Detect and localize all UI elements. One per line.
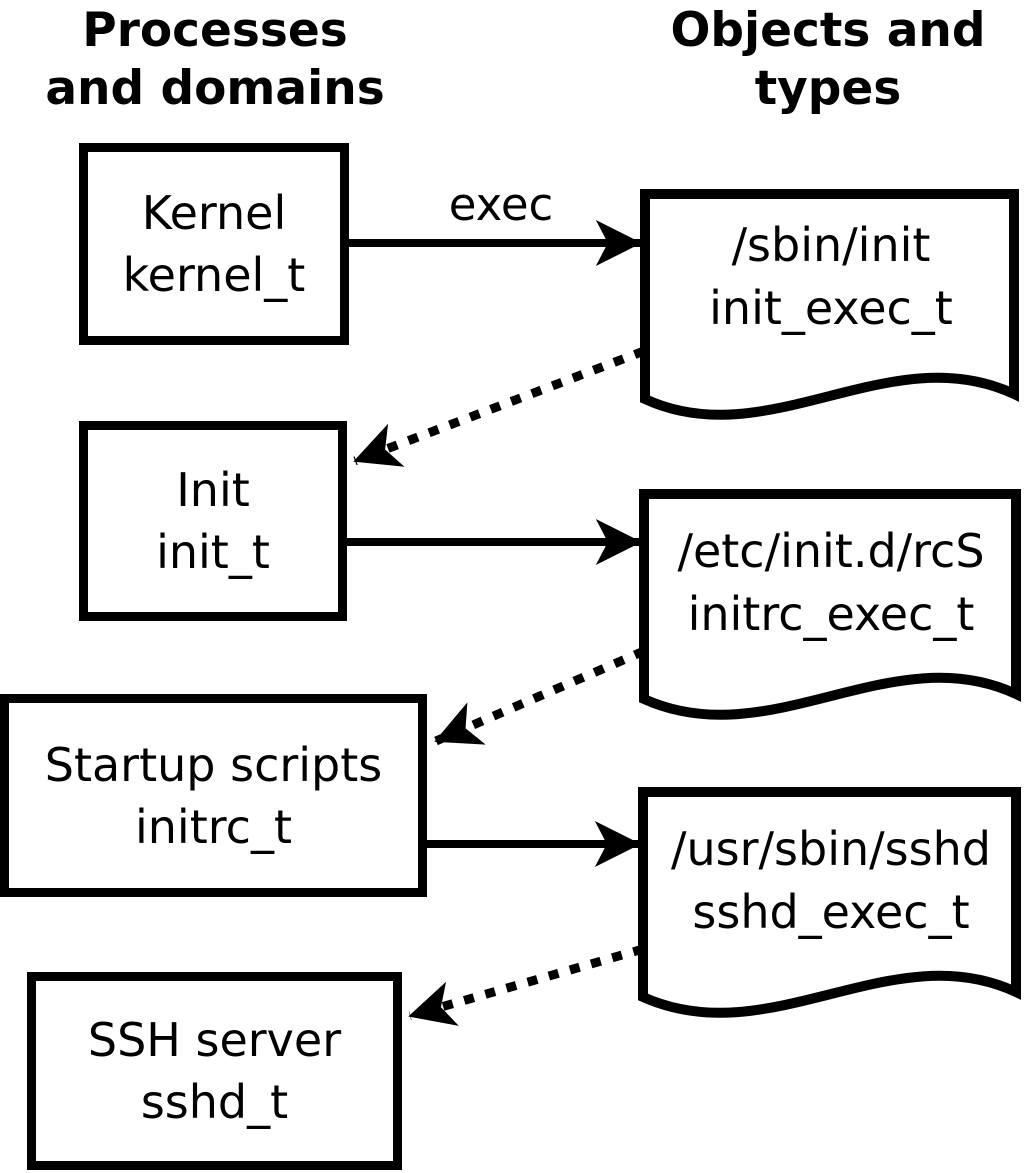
column-header-objects: Objects and types xyxy=(628,2,1024,118)
object-path: /etc/init.d/rcS xyxy=(677,524,985,578)
process-domain: kernel_t xyxy=(122,248,306,302)
process-box-startup-scripts: Startup scripts initrc_t xyxy=(0,694,427,897)
process-box-ssh-server: SSH server sshd_t xyxy=(27,972,402,1170)
dotted-arrow-initrc-exec-to-initrc xyxy=(434,646,646,746)
process-name: SSH server xyxy=(87,1013,342,1067)
column-header-processes-line1: Processes xyxy=(82,3,348,58)
document-shape-sshd-exec xyxy=(638,787,1021,1018)
column-header-processes: Processes and domains xyxy=(15,2,415,118)
document-shape-initrc-exec xyxy=(639,489,1021,720)
process-domain: sshd_t xyxy=(140,1075,289,1129)
object-path: /usr/sbin/sshd xyxy=(671,822,991,876)
process-box-kernel: Kernel kernel_t xyxy=(79,143,349,345)
document-shape-init-exec xyxy=(640,189,1019,420)
dotted-arrow-init-exec-to-init xyxy=(353,346,646,467)
object-label-initrc-exec: /etc/init.d/rcS initrc_exec_t xyxy=(650,520,1012,646)
dotted-arrow-sshd-exec-to-sshd xyxy=(408,944,645,1026)
process-name: Init xyxy=(176,463,250,517)
process-name: Startup scripts xyxy=(44,737,383,792)
object-label-sshd-exec: /usr/sbin/sshd sshd_exec_t xyxy=(650,818,1012,944)
object-path: /sbin/init xyxy=(731,218,931,272)
object-type: sshd_exec_t xyxy=(692,885,970,939)
exec-arrow-label: exec xyxy=(448,178,554,231)
process-domain: initrc_t xyxy=(135,799,292,854)
object-type: initrc_exec_t xyxy=(687,587,975,641)
object-label-init-exec: /sbin/init init_exec_t xyxy=(650,214,1012,340)
process-box-init: Init init_t xyxy=(79,421,347,621)
process-name: Kernel xyxy=(141,186,287,240)
column-header-processes-line2: and domains xyxy=(45,61,385,116)
process-domain: init_t xyxy=(156,525,270,579)
column-header-objects-line2: types xyxy=(754,61,902,116)
object-type: init_exec_t xyxy=(709,281,953,335)
column-header-objects-line1: Objects and xyxy=(670,3,986,58)
